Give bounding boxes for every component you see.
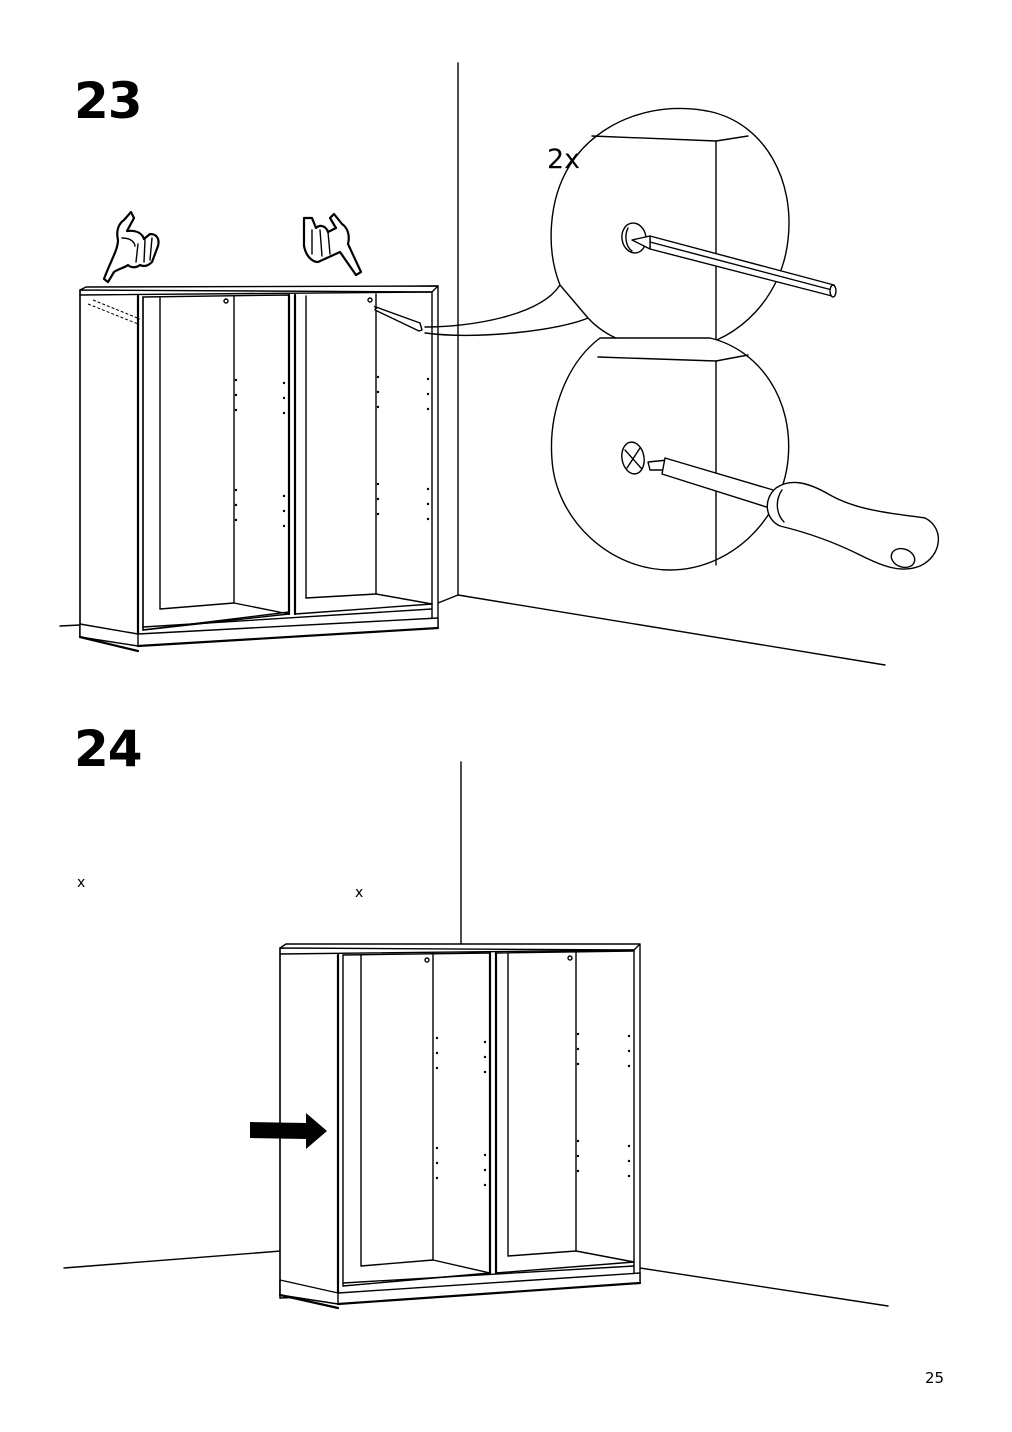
screw-icon [621,441,645,475]
shelf-pin-holes [234,375,430,528]
detail-circle-screwdriver [550,337,940,571]
pencil-icon [631,235,837,298]
pencil-icon [373,305,423,332]
pencil-ghost-icon [87,299,141,325]
shelf-pin-holes [435,1032,631,1187]
step-number: 23 [74,72,143,130]
cabinet-step23 [78,285,440,653]
pointing-hand-icon [302,212,363,277]
step23-illustration [59,62,940,666]
pointing-hand-icon [102,210,160,284]
callout-leader [424,284,561,328]
arrow-right-icon [250,1113,327,1149]
wall-corner [63,761,889,1307]
page-number: 25 [925,1369,945,1387]
detail-circle-pencil [550,107,837,351]
quantity-label: 2x [547,144,581,175]
cabinet-step24 [278,943,642,1310]
position-mark: x [355,885,364,901]
screwdriver-icon [647,457,940,570]
step24-illustration [63,761,889,1310]
wall-corner [59,62,886,666]
position-mark: x [77,875,86,891]
step-number: 24 [74,720,143,778]
